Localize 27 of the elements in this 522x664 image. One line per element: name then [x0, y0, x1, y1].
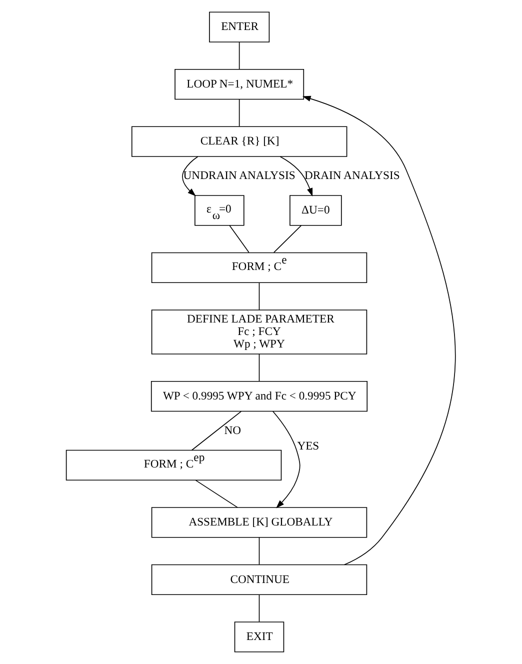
connector	[258, 594, 260, 622]
edge-label: YES	[297, 440, 320, 453]
node-box: ENTER	[209, 12, 270, 42]
node-box: ΔU=0	[290, 195, 342, 226]
connector	[191, 410, 242, 451]
arrow	[272, 410, 300, 508]
node-box: CONTINUE	[151, 564, 368, 596]
arrow	[302, 96, 456, 566]
edge-label: UNDRAIN ANALYSIS	[183, 169, 296, 182]
connector	[195, 480, 238, 508]
node-box: ASSEMBLE [K] GLOBALLY	[151, 507, 368, 538]
connector	[258, 282, 260, 310]
node-box: DEFINE LADE PARAMETER Fc ; FCY Wp ; WPY	[151, 310, 368, 354]
node-box: WP < 0.9995 WPY and Fc < 0.9995 PCY	[150, 380, 368, 412]
connector	[238, 99, 240, 127]
connector	[238, 42, 240, 70]
connector	[258, 354, 260, 382]
connector	[274, 225, 302, 253]
edge-label: NO	[224, 424, 242, 437]
node-box: EXIT	[234, 622, 284, 652]
arrow	[280, 156, 313, 196]
node-box: LOOP N=1, NUMEL*	[174, 68, 304, 100]
node-box: CLEAR {R} [K]	[131, 126, 348, 157]
arrow	[182, 156, 198, 196]
connector	[258, 537, 260, 565]
edge-label: DRAIN ANALYSIS	[304, 169, 400, 182]
connector	[229, 225, 250, 253]
